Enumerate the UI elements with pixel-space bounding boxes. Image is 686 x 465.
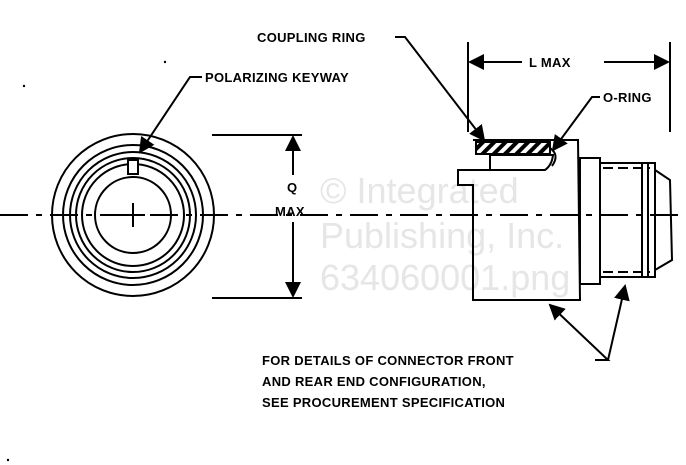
speck: [163, 60, 167, 64]
o-ring-label: O-RING: [603, 90, 652, 105]
watermark: © Integrated Publishing, Inc. 634060001.…: [320, 170, 570, 298]
coupling-ring-label: COUPLING RING: [257, 30, 366, 45]
note-leader-front: [548, 303, 611, 361]
note-line-1: FOR DETAILS OF CONNECTOR FRONT: [262, 353, 514, 368]
front-view: [51, 133, 215, 297]
speck: [6, 458, 10, 462]
keyway-notch: [127, 159, 139, 175]
keyway-leader: [138, 76, 202, 154]
q-max-label: MAX: [275, 204, 305, 219]
q-label: Q: [287, 180, 297, 195]
watermark-line-3: 634060001.png: [320, 257, 570, 298]
o-ring: [549, 147, 557, 167]
coupling-ring-leader: [395, 36, 486, 142]
side-view: [457, 139, 674, 301]
note-line-2: AND REAR END CONFIGURATION,: [262, 374, 486, 389]
l-max-label: L MAX: [529, 55, 571, 70]
l-dimension: [467, 42, 671, 132]
polarizing-keyway-label: POLARIZING KEYWAY: [205, 70, 349, 85]
note-leader-rear: [607, 284, 630, 361]
watermark-line-1: © Integrated: [320, 170, 519, 211]
watermark-line-2: Publishing, Inc.: [320, 215, 564, 256]
speck: [22, 84, 26, 88]
q-dimension: [212, 134, 302, 299]
note-line-3: SEE PROCUREMENT SPECIFICATION: [262, 395, 505, 410]
o-ring-leader: [551, 96, 600, 152]
coupling-ring-section: [475, 141, 551, 155]
